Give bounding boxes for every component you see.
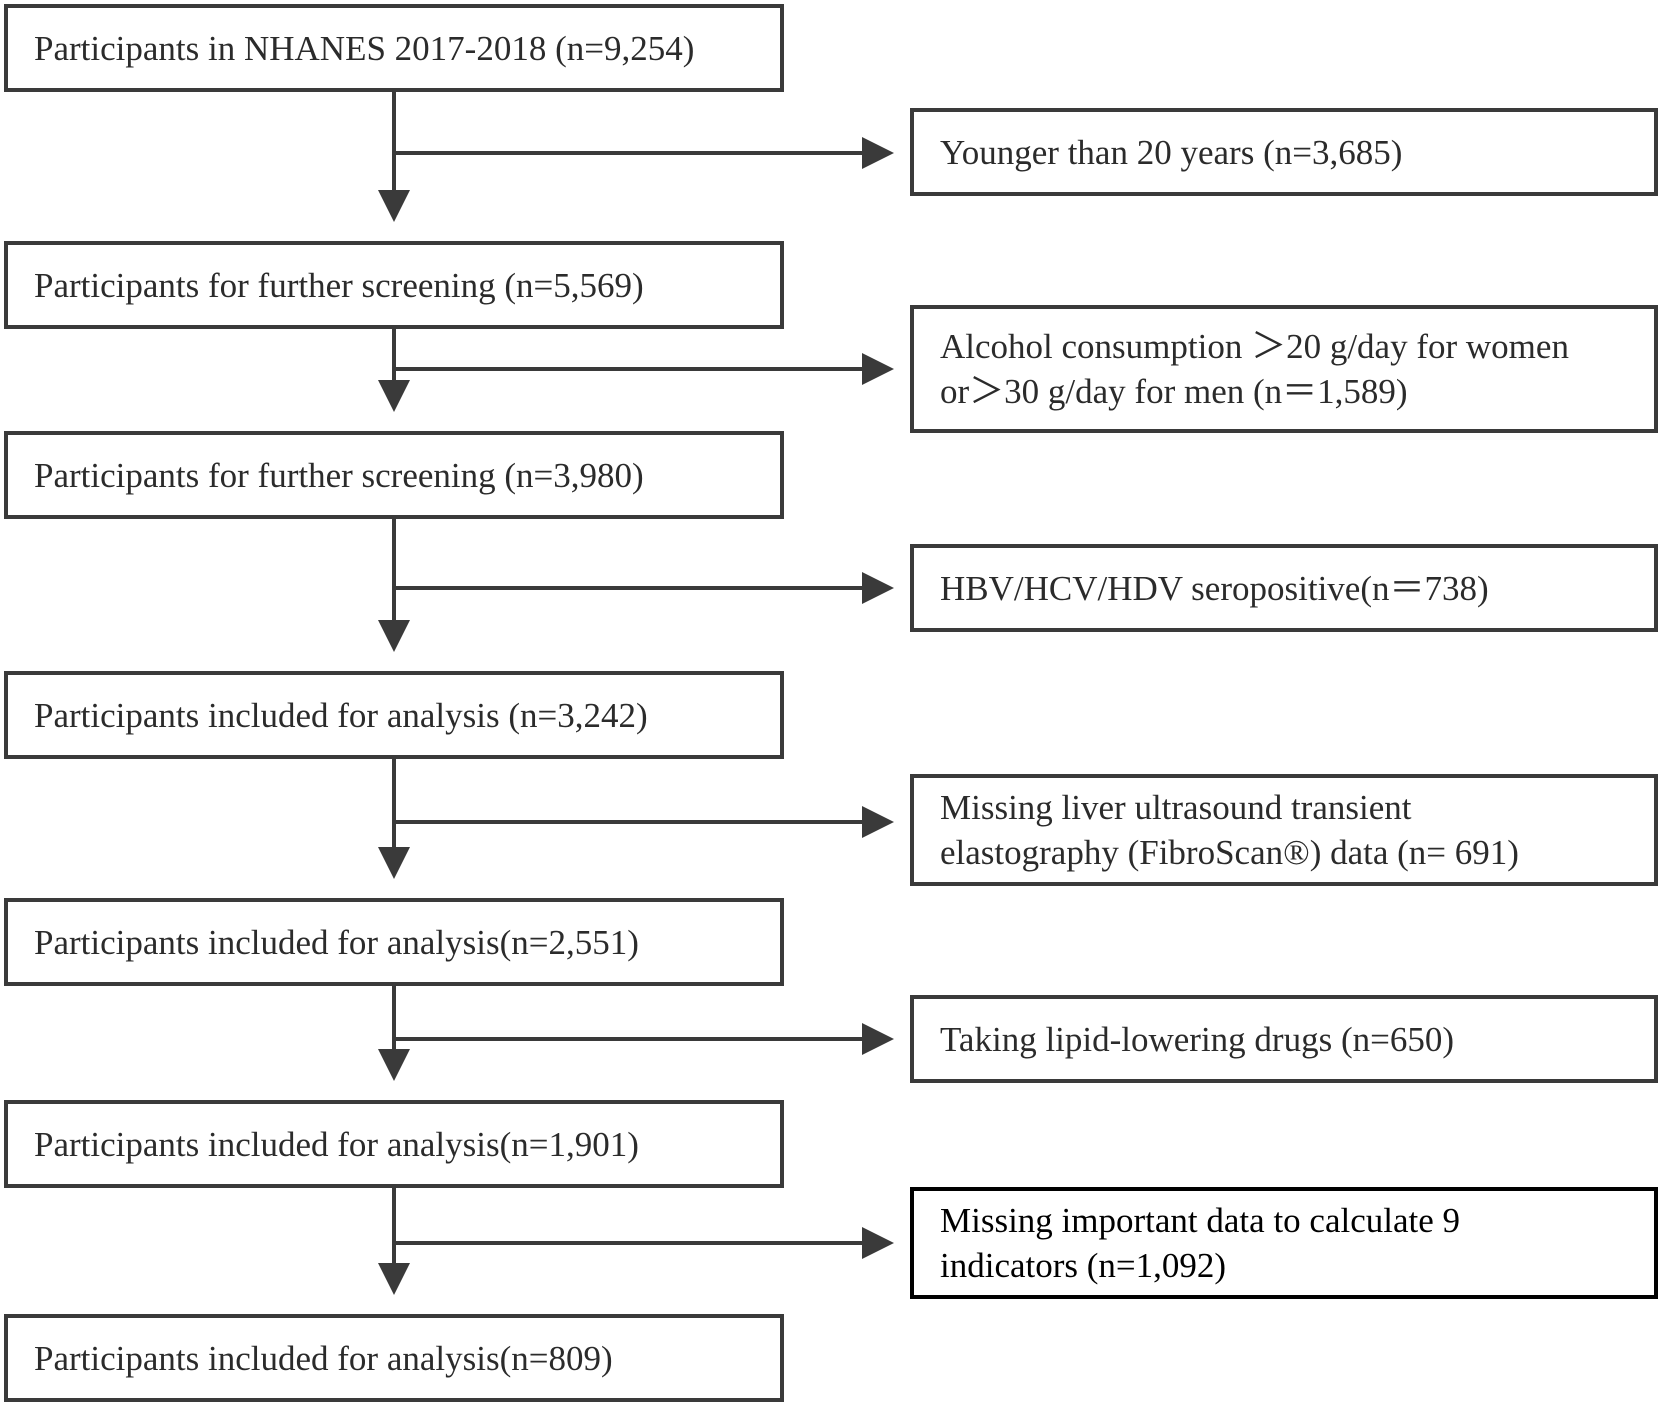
exclusion-label-5: Taking lipid-lowering drugs (n=650) [940, 1019, 1455, 1059]
exclusion-box-1: Younger than 20 years (n=3,685) [910, 108, 1658, 196]
exclusion-label-4-line-1: Missing liver ultrasound transient [940, 788, 1412, 827]
step-label-3: Participants for further screening (n=3,… [34, 455, 644, 495]
step-label-2: Participants for further screening (n=5,… [34, 265, 644, 305]
step-box-5: Participants included for analysis(n=2,5… [4, 898, 784, 986]
step-box-2: Participants for further screening (n=5,… [4, 241, 784, 329]
step-label-6: Participants included for analysis(n=1,9… [34, 1124, 639, 1164]
exclusion-box-6: Missing important data to calculate 9 in… [910, 1187, 1658, 1299]
exclusion-label-3: HBV/HCV/HDV seropositive(n＝738) [940, 568, 1489, 608]
step-label-5: Participants included for analysis(n=2,5… [34, 922, 639, 962]
exclusion-label-4-line-2: elastography (FibroScan®) data (n= 691) [940, 833, 1519, 872]
exclusion-box-3: HBV/HCV/HDV seropositive(n＝738) [910, 544, 1658, 632]
exclusion-label-2-line-2: or＞30 g/day for men (n＝1,589) [940, 372, 1408, 411]
step-label-7: Participants included for analysis(n=809… [34, 1338, 613, 1378]
step-box-4: Participants included for analysis (n=3,… [4, 671, 784, 759]
exclusion-arrows [394, 137, 894, 1259]
step-box-6: Participants included for analysis(n=1,9… [4, 1100, 784, 1188]
exclusion-label-2-line-1: Alcohol consumption ＞20 g/day for women [940, 327, 1569, 366]
step-box-7: Participants included for analysis(n=809… [4, 1314, 784, 1402]
step-box-3: Participants for further screening (n=3,… [4, 431, 784, 519]
step-label-1: Participants in NHANES 2017-2018 (n=9,25… [34, 28, 695, 68]
exclusion-box-4: Missing liver ultrasound transient elast… [910, 774, 1658, 886]
step-box-1: Participants in NHANES 2017-2018 (n=9,25… [4, 4, 784, 92]
exclusion-label-6-line-2: indicators (n=1,092) [940, 1246, 1227, 1285]
exclusion-box-2: Alcohol consumption ＞20 g/day for women … [910, 305, 1658, 433]
exclusion-box-5: Taking lipid-lowering drugs (n=650) [910, 995, 1658, 1083]
exclusion-label-6-line-1: Missing important data to calculate 9 [940, 1201, 1461, 1240]
step-label-4: Participants included for analysis (n=3,… [34, 695, 648, 735]
exclusion-label-1: Younger than 20 years (n=3,685) [940, 132, 1403, 172]
